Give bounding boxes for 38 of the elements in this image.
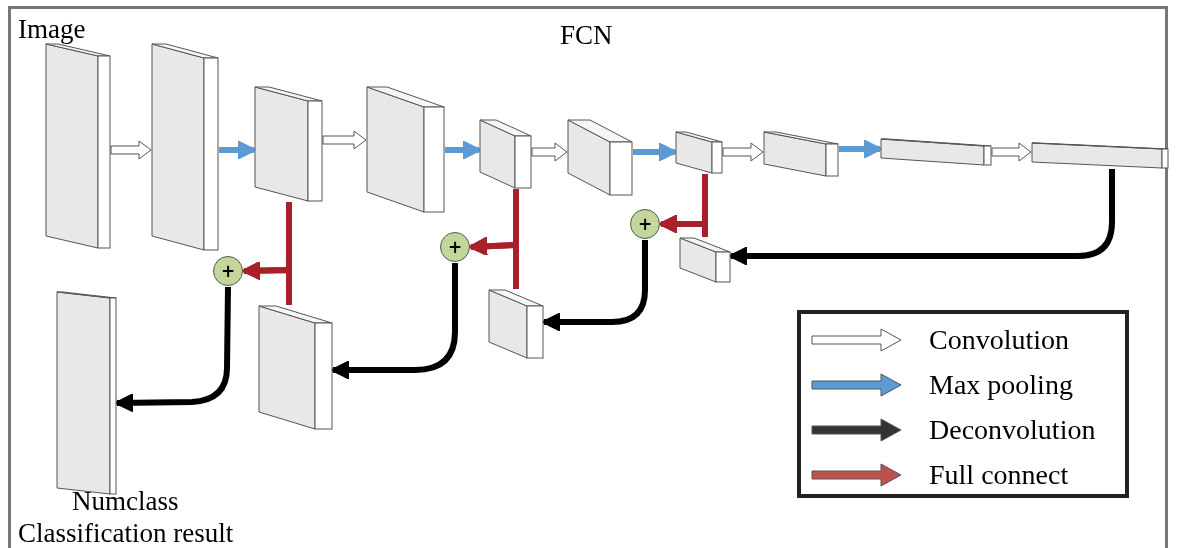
layer-block	[568, 120, 632, 195]
arrow	[468, 236, 519, 289]
layer-block	[255, 87, 322, 201]
arrow	[445, 140, 482, 160]
arrow	[541, 240, 648, 332]
layer-block	[764, 132, 838, 176]
layer-caption: Classification result	[18, 520, 234, 547]
arrow	[219, 140, 257, 160]
arrow	[531, 142, 568, 162]
legend-label: Deconvolution	[929, 416, 1096, 444]
legend-label: Convolution	[929, 326, 1069, 354]
sum-node: +	[213, 256, 243, 286]
layer-block	[480, 120, 531, 188]
layer-block	[367, 87, 444, 212]
legend-label: Max pooling	[929, 371, 1073, 399]
legend-label: Full connect	[929, 461, 1069, 489]
arrow	[722, 142, 764, 162]
layer-block	[1032, 143, 1168, 168]
arrow	[633, 142, 678, 162]
diagram-title: FCN	[560, 22, 613, 49]
layer-block	[259, 306, 332, 429]
arrow	[728, 169, 1115, 266]
layer-caption: Numclass	[72, 488, 179, 515]
sum-node: +	[630, 209, 660, 239]
arrow	[839, 139, 883, 159]
layer-block	[152, 44, 218, 250]
arrow	[241, 260, 292, 305]
sum-node: +	[440, 232, 470, 262]
arrow	[322, 130, 367, 150]
layer-block	[676, 132, 722, 173]
layer-block	[46, 44, 110, 248]
arrow	[110, 140, 152, 160]
layer-caption: Image	[18, 16, 86, 43]
layer-block	[489, 290, 543, 358]
arrow	[114, 286, 231, 413]
layer-block	[680, 238, 730, 282]
arrow	[991, 142, 1032, 162]
layer-block	[881, 139, 991, 165]
